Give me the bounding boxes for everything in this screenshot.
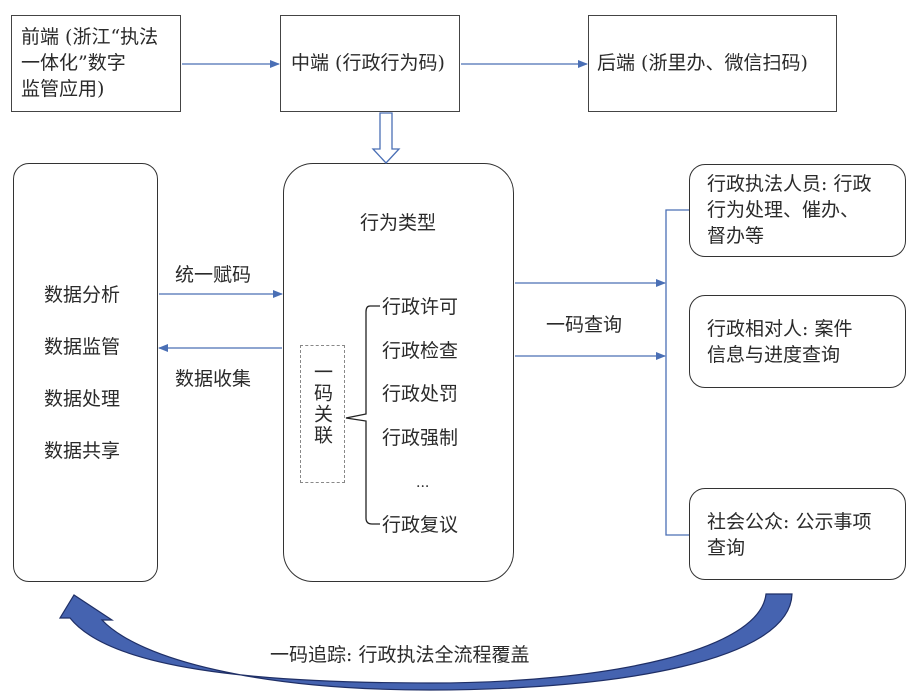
user-public-line-2: 查询 bbox=[707, 537, 746, 559]
data-item-sharing: 数据共享 bbox=[44, 440, 121, 462]
user-counterparty-line-2: 信息与进度查询 bbox=[707, 344, 841, 366]
user-staff-line-1: 行政执法人员: 行政 bbox=[707, 173, 872, 195]
user-staff-line-2: 行为处理、催办、 bbox=[707, 199, 860, 221]
association-dashed-box: 一码关联 bbox=[300, 345, 345, 483]
frontend-line-1: 前端 (浙江“执法 bbox=[21, 26, 159, 48]
data-item-analysis: 数据分析 bbox=[44, 284, 121, 306]
backend-label: 后端 (浙里办、微信扫码) bbox=[597, 52, 808, 74]
type-ellipsis: ... bbox=[416, 475, 430, 491]
user-box-enforcement-staff: 行政执法人员: 行政 行为处理、催办、 督办等 bbox=[689, 164, 906, 257]
user-staff-line-3: 督办等 bbox=[707, 225, 765, 247]
unified-coding-label: 统一赋码 bbox=[175, 264, 252, 286]
tracking-curved-arrow bbox=[58, 593, 793, 691]
data-item-supervision: 数据监管 bbox=[44, 336, 121, 358]
type-reconsideration: 行政复议 bbox=[382, 514, 459, 536]
middle-box: 中端 (行政行为码) bbox=[280, 15, 460, 112]
type-license: 行政许可 bbox=[382, 296, 459, 318]
data-collection-label: 数据收集 bbox=[175, 368, 252, 390]
data-functions-box: 数据分析 数据监管 数据处理 数据共享 bbox=[13, 163, 158, 582]
user-bus-line bbox=[665, 209, 689, 536]
frontend-line-2: 一体化”数字 bbox=[21, 52, 126, 74]
behavior-title: 行为类型 bbox=[360, 212, 437, 234]
association-brace bbox=[345, 305, 380, 525]
type-enforcement: 行政强制 bbox=[382, 427, 459, 449]
frontend-box: 前端 (浙江“执法 一体化”数字 监管应用) bbox=[11, 15, 181, 112]
backend-box: 后端 (浙里办、微信扫码) bbox=[588, 15, 837, 112]
type-inspection: 行政检查 bbox=[382, 340, 459, 362]
data-item-processing: 数据处理 bbox=[44, 388, 121, 410]
middle-label: 中端 (行政行为码) bbox=[291, 52, 445, 74]
association-label: 一码关联 bbox=[311, 362, 333, 446]
user-box-public: 社会公众: 公示事项 查询 bbox=[689, 488, 906, 580]
one-code-tracking-label: 一码追踪: 行政执法全流程覆盖 bbox=[270, 644, 530, 666]
type-penalty: 行政处罚 bbox=[382, 383, 459, 405]
hollow-down-arrow bbox=[371, 112, 401, 164]
user-public-line-1: 社会公众: 公示事项 bbox=[707, 511, 872, 533]
user-box-counterparty: 行政相对人: 案件 信息与进度查询 bbox=[689, 295, 906, 388]
one-code-query-label: 一码查询 bbox=[546, 314, 623, 336]
behavior-type-box: 行为类型 一码关联 行政许可 行政检查 行政处罚 行政强制 ... 行政复议 bbox=[283, 163, 514, 582]
frontend-line-3: 监管应用) bbox=[21, 78, 105, 100]
user-counterparty-line-1: 行政相对人: 案件 bbox=[707, 318, 853, 340]
